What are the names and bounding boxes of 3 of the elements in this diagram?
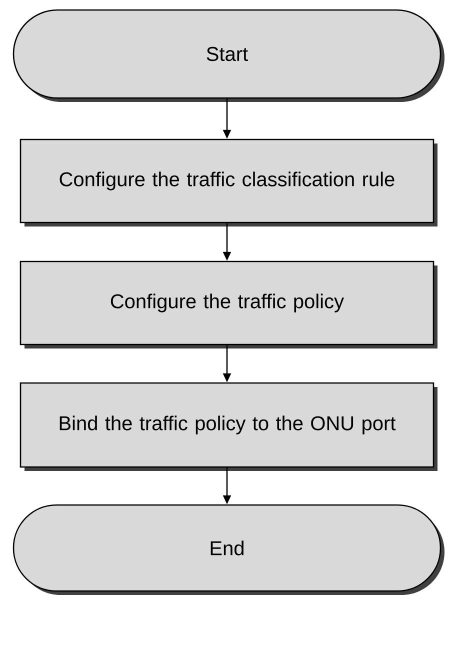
process-box: Configure the traffic policy: [20, 260, 438, 348]
process-box: Bind the traffic policy to the ONU port: [20, 382, 438, 471]
process-box: Configure the traffic classification rule: [20, 138, 438, 226]
